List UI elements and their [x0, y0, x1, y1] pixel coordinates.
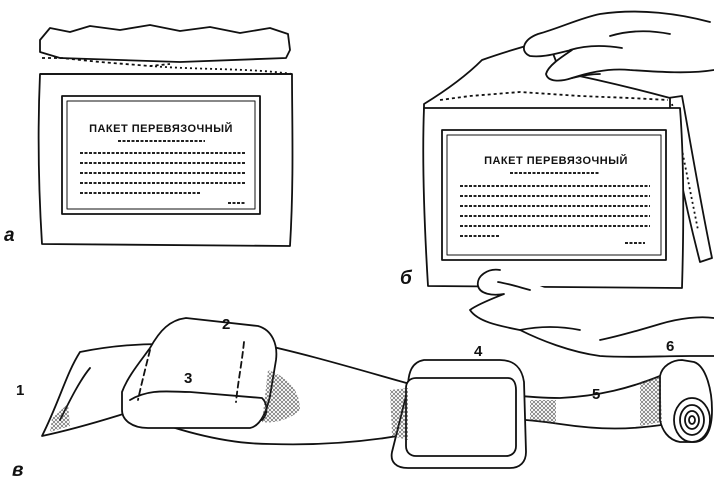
part-number-6: 6 [666, 338, 674, 355]
panel-a-package [39, 25, 293, 246]
panel-label-c: в [12, 460, 23, 482]
part-number-1: 1 [16, 382, 24, 399]
part-number-2: 2 [222, 316, 230, 333]
upper-hand-illustration [524, 12, 714, 81]
part-number-3: 3 [184, 370, 192, 387]
part-number-5: 5 [592, 386, 600, 403]
part-number-4: 4 [474, 343, 482, 360]
panel-label-b: б [400, 268, 412, 290]
panel-a-package-title: ПАКЕТ ПЕРЕВЯЗОЧНЫЙ [89, 122, 233, 135]
panel-label-a: а [4, 225, 15, 247]
panel-b-package-title: ПАКЕТ ПЕРЕВЯЗОЧНЫЙ [484, 154, 628, 167]
